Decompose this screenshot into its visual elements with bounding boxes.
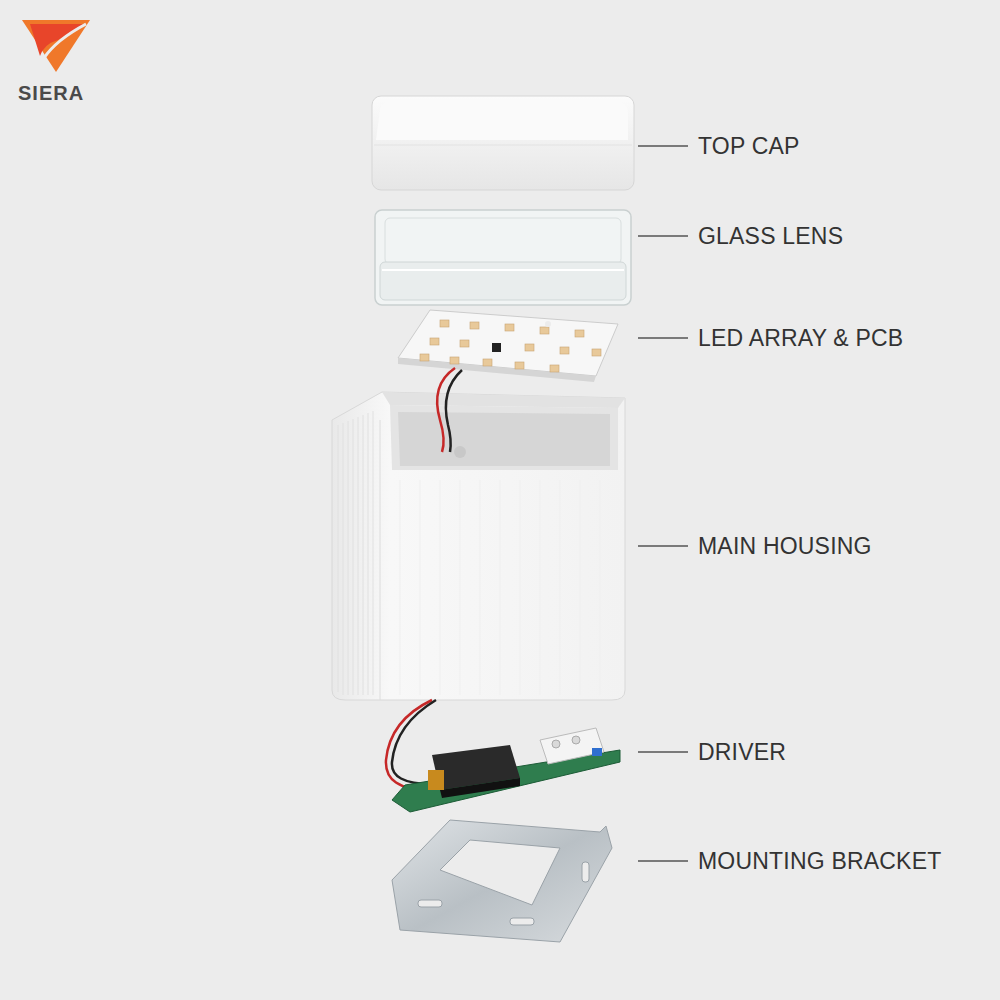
main-housing — [332, 392, 625, 700]
part-name: LED ARRAY & PCB — [698, 325, 903, 352]
part-name: MOUNTING BRACKET — [698, 848, 941, 875]
brand-logo: SIERA — [18, 82, 84, 105]
driver — [392, 728, 620, 812]
part-name: TOP CAP — [698, 133, 800, 160]
logo-mark — [22, 20, 90, 72]
mounting-bracket — [392, 820, 612, 942]
part-name: GLASS LENS — [698, 223, 843, 250]
part-name: MAIN HOUSING — [698, 533, 872, 560]
leader-lines — [638, 146, 688, 861]
top-cap — [372, 96, 634, 190]
part-name: DRIVER — [698, 739, 786, 766]
led-pcb — [398, 310, 618, 382]
glass-lens — [375, 210, 631, 305]
pcb-wires — [437, 368, 462, 452]
